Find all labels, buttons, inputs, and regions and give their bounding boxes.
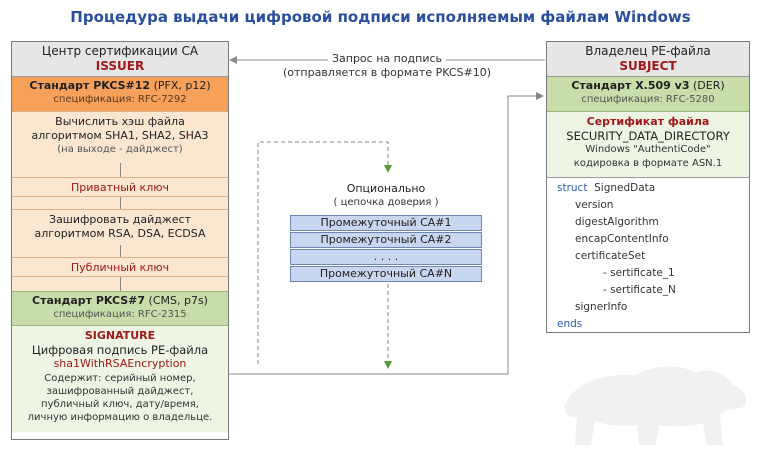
chain-item: Промежуточный CA#1 bbox=[290, 215, 482, 231]
optional-line1: Опционально bbox=[346, 182, 426, 195]
code-field: digestAlgorithm bbox=[575, 216, 659, 228]
issuer-header: Центр сертификации CA ISSUER bbox=[12, 42, 228, 77]
pkcs12-spec: спецификация: RFC-7292 bbox=[53, 94, 187, 105]
signature-desc: Цифровая подпись PE-файла bbox=[31, 343, 209, 357]
pkcs12-std: Стандарт PKCS#12 bbox=[29, 79, 151, 92]
cert-dir: SECURITY_DATA_DIRECTORY bbox=[566, 129, 730, 143]
signature-content-line: публичный ключ, дату/время, bbox=[41, 399, 199, 410]
x509-section: Стандарт X.509 v3 (DER) спецификация: RF… bbox=[547, 77, 749, 111]
hash-line3: (на выходе - дайджест) bbox=[57, 144, 183, 155]
signature-section: SIGNATURE Цифровая подпись PE-файла sha1… bbox=[12, 325, 228, 432]
flow-gap bbox=[12, 277, 228, 291]
code-field: signerInfo bbox=[575, 301, 628, 313]
pkcs7-fmt: (CMS, p7s) bbox=[148, 294, 208, 307]
private-key: Приватный ключ bbox=[12, 177, 228, 197]
cert-label: Сертификат файла bbox=[586, 115, 710, 128]
chain-item: Промежуточный CA#N bbox=[290, 266, 482, 282]
page-title: Процедура выдачи цифровой подписи исполн… bbox=[70, 8, 691, 26]
code-keyword: struct bbox=[557, 182, 588, 194]
flow-gap bbox=[12, 197, 228, 209]
cert-line1: Windows "AuthentiCode" bbox=[585, 144, 711, 155]
x509-fmt: (DER) bbox=[692, 79, 725, 92]
hash-section: Вычислить хэш файла алгоритмом SHA1, SHA… bbox=[12, 111, 228, 163]
cert-section: Сертификат файла SECURITY_DATA_DIRECTORY… bbox=[547, 111, 749, 177]
code-struct-name: SignedData bbox=[594, 182, 656, 194]
chain-item: Промежуточный CA#2 bbox=[290, 232, 482, 248]
signature-content-line: зашифрованный дайджест, bbox=[46, 386, 194, 397]
code-subfield: - sertificate_1 bbox=[603, 267, 675, 279]
code-field: certificateSet bbox=[575, 250, 646, 262]
pkcs7-spec: спецификация: RFC-2315 bbox=[53, 309, 187, 320]
encrypt-line1: Зашифровать дайджест bbox=[49, 213, 191, 226]
code-subfield: - sertificate_N bbox=[603, 284, 676, 296]
public-key: Публичный ключ bbox=[12, 257, 228, 277]
encrypt-line2: алгоритмом RSA, DSA, ECDSA bbox=[34, 227, 206, 240]
signature-label: SIGNATURE bbox=[84, 329, 156, 342]
request-line1: Запрос на подпись bbox=[327, 52, 447, 66]
cert-line2: кодировка в формате ASN.1 bbox=[573, 158, 723, 169]
pkcs12-fmt: (PFX, p12) bbox=[153, 79, 211, 92]
request-label: Запрос на подпись (отправляется в формат… bbox=[262, 52, 512, 80]
chain-item: . . . . bbox=[290, 249, 482, 265]
optional-dashed-loop bbox=[257, 141, 392, 364]
pkcs7-std: Стандарт PKCS#7 bbox=[32, 294, 146, 307]
encrypt-section: Зашифровать дайджест алгоритмом RSA, DSA… bbox=[12, 209, 228, 245]
subject-box: Владелец PE-файла SUBJECT Стандарт X.509… bbox=[546, 41, 750, 333]
bear-watermark-icon bbox=[563, 366, 747, 445]
signature-arrow bbox=[229, 92, 544, 375]
pkcs7-section: Стандарт PKCS#7 (CMS, p7s) спецификация:… bbox=[12, 291, 228, 325]
optional-label: Опционально ( цепочка доверия ) bbox=[290, 182, 482, 210]
x509-spec: спецификация: RFC-5280 bbox=[581, 94, 715, 105]
pkcs12-section: Стандарт PKCS#12 (PFX, p12) спецификация… bbox=[12, 77, 228, 111]
signature-algo: sha1WithRSAEncryption bbox=[53, 357, 187, 370]
issuer-role: ISSUER bbox=[95, 59, 145, 73]
request-line2: (отправляется в формате PKCS#10) bbox=[282, 66, 492, 79]
issuer-name: Центр сертификации CA bbox=[41, 44, 199, 58]
code-keyword: ends bbox=[557, 318, 583, 330]
signature-content-line: Содержит: серийный номер, bbox=[44, 373, 196, 384]
issuer-box: Центр сертификации CA ISSUER Стандарт PK… bbox=[11, 41, 229, 440]
hash-line1: Вычислить хэш файла bbox=[55, 115, 185, 128]
subject-header: Владелец PE-файла SUBJECT bbox=[547, 42, 749, 77]
signature-content-line: личную информацию о владельце. bbox=[27, 412, 213, 423]
hash-line2: алгоритмом SHA1, SHA2, SHA3 bbox=[31, 129, 209, 142]
optional-line2: ( цепочка доверия ) bbox=[333, 197, 439, 208]
subject-role: SUBJECT bbox=[619, 59, 677, 73]
code-field: version bbox=[575, 199, 614, 211]
flow-gap bbox=[12, 245, 228, 257]
x509-std: Стандарт X.509 v3 bbox=[571, 79, 690, 92]
subject-name: Владелец PE-файла bbox=[585, 44, 711, 58]
code-field: encapContentInfo bbox=[575, 233, 669, 245]
flow-gap bbox=[12, 163, 228, 177]
signeddata-code: struct SignedData version digestAlgorith… bbox=[547, 177, 749, 333]
